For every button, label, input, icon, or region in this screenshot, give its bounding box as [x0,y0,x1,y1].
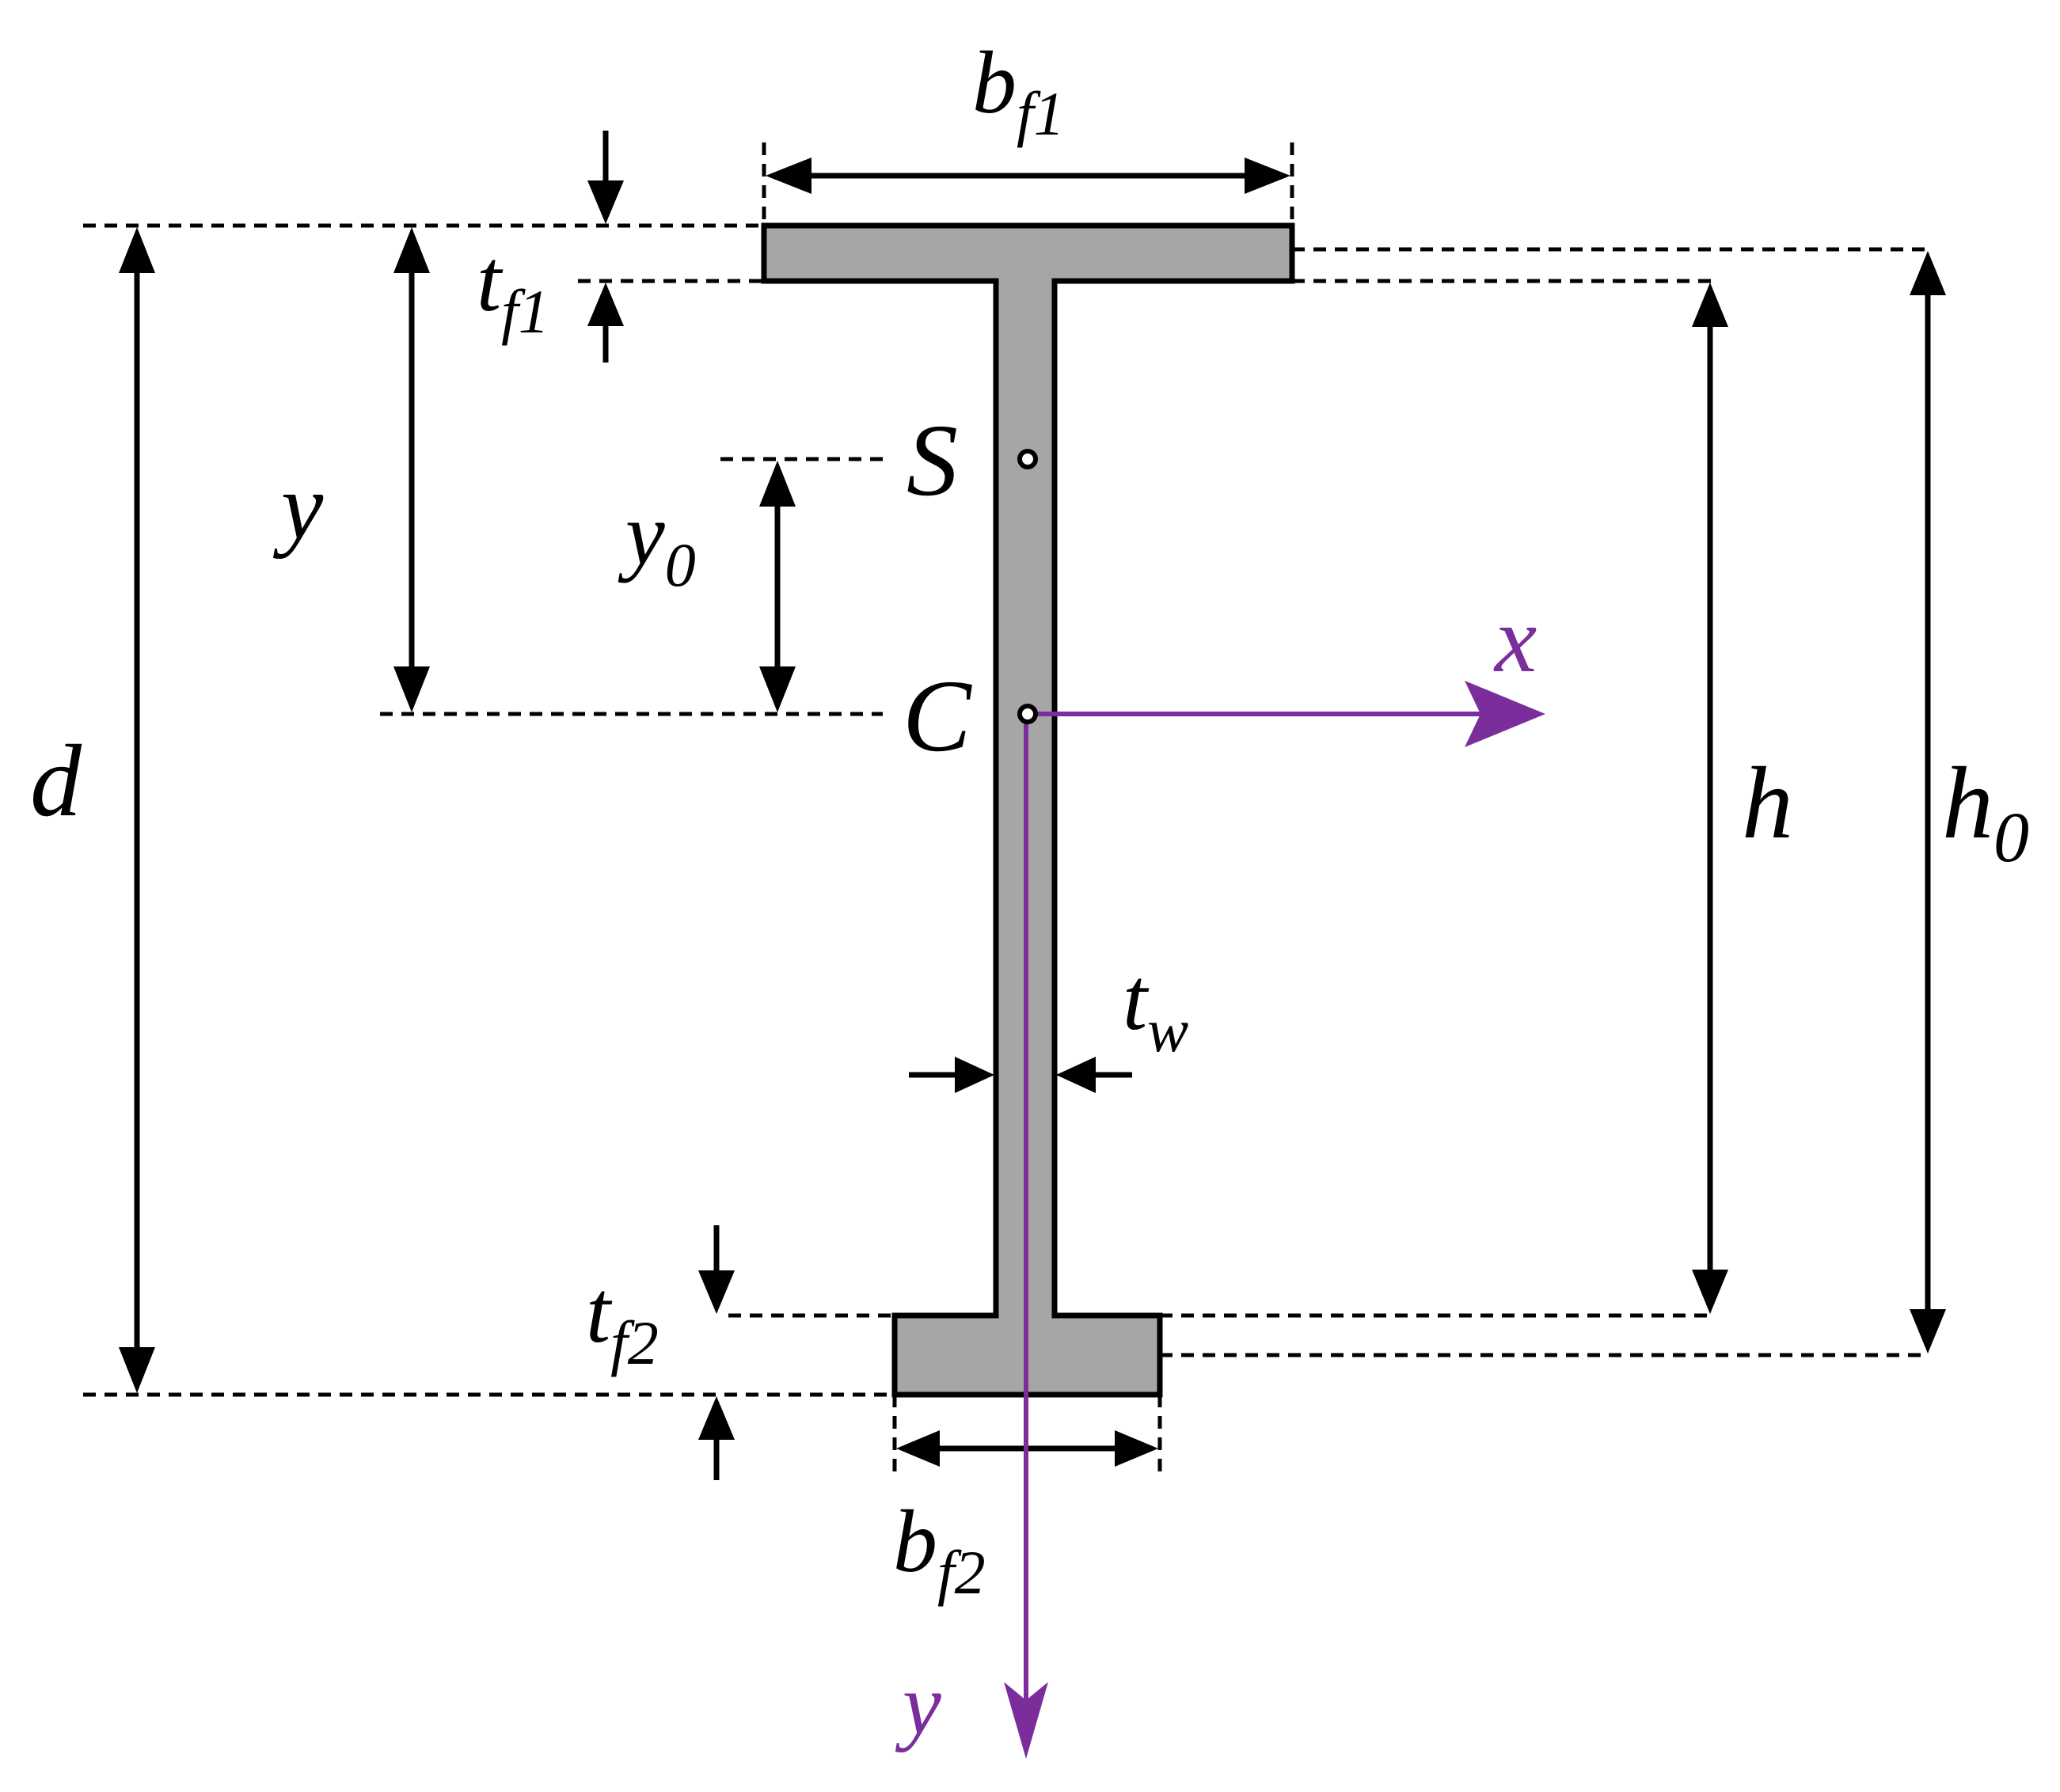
dimension-y0 [759,461,796,712]
label-bf2: bf2 [893,1493,986,1607]
dimension-h0 [1910,251,1946,1353]
label-shear-center-s: S [906,404,958,518]
dimension-tf1 [587,131,624,363]
label-tf2: tf2 [586,1263,659,1377]
label-h: h [1742,746,1793,860]
shear-center-point [1017,449,1038,469]
dimension-tf2 [698,1225,735,1480]
centroid-point [1017,704,1038,724]
label-d: d [30,724,82,838]
dimension-h [1692,283,1728,1314]
label-tf1: tf1 [477,232,549,346]
label-y-dimension: y [272,454,324,559]
label-x-axis: x [1493,587,1537,692]
label-tw: tw [1123,951,1188,1065]
label-centroid-c: C [903,659,972,773]
y-axis [1004,714,1048,1759]
dimension-tw [909,1057,1132,1093]
dimension-bf1 [766,158,1290,194]
reference-lines [83,142,1928,1476]
dimension-y [393,227,430,712]
label-h0: h0 [1942,746,2029,877]
x-axis [1026,681,1545,747]
label-bf1: bf1 [972,34,1065,148]
label-y-axis: y [895,1656,941,1752]
label-y0: y0 [618,485,696,599]
dimension-d [119,227,155,1393]
